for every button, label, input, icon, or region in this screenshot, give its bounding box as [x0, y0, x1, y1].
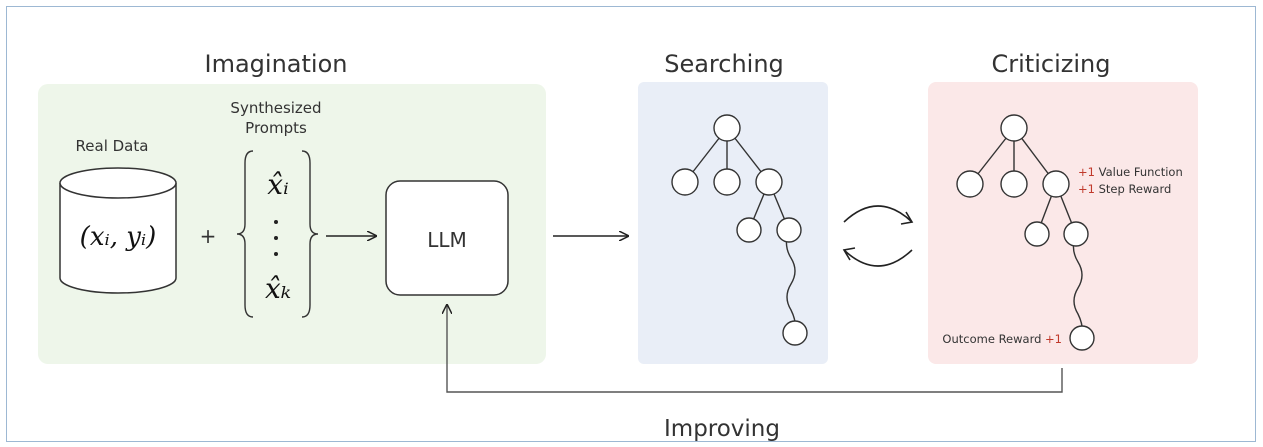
step-reward-text: Step Reward: [1095, 182, 1171, 196]
left-brace: [236, 150, 254, 318]
llm-label: LLM: [427, 228, 467, 252]
step-reward-plus: +1: [1078, 182, 1095, 196]
improving-feedback-arrow: [447, 305, 1063, 393]
diagram-frame: [6, 6, 1256, 442]
criticizing-panel: [928, 82, 1198, 364]
value-function-text: Value Function: [1095, 165, 1183, 179]
ellipsis-dot: [274, 252, 278, 256]
plus-sign: +: [200, 224, 217, 248]
tree-node: [1069, 325, 1095, 351]
tree-node: [1024, 221, 1050, 247]
prompt-bottom: x̂ₖ: [265, 272, 291, 305]
tree-node: [1000, 114, 1028, 142]
database-cylinder-icon: [59, 167, 177, 294]
tree-node: [755, 168, 783, 196]
tree-node: [713, 168, 741, 196]
prompt-top: x̂ᵢ: [267, 168, 288, 201]
synth-label-line2: Prompts: [245, 119, 307, 137]
criticizing-tree: [956, 114, 1095, 351]
tree-node: [956, 170, 984, 198]
criticizing-title: Criticizing: [992, 50, 1111, 78]
real-data-math: (xᵢ, yᵢ): [80, 222, 157, 252]
llm-box: [385, 180, 509, 296]
tree-node: [713, 114, 741, 142]
cycle-arrows-icon: [842, 205, 914, 267]
improving-label: Improving: [664, 416, 780, 442]
value-function-annotation: +1 Value Function: [1078, 165, 1183, 179]
tree-node: [671, 168, 699, 196]
outcome-reward-text: Outcome Reward: [942, 332, 1045, 346]
tree-node: [782, 320, 808, 346]
outcome-reward-annotation: Outcome Reward +1: [942, 332, 1062, 346]
step-reward-annotation: +1 Step Reward: [1078, 182, 1171, 196]
value-function-plus: +1: [1078, 165, 1095, 179]
search-tree: [671, 114, 808, 346]
real-data-label: Real Data: [76, 137, 149, 155]
imagination-title: Imagination: [205, 50, 348, 78]
synth-label-line1: Synthesized: [230, 99, 321, 117]
searching-panel: [638, 82, 828, 364]
tree-node: [1042, 170, 1070, 198]
ellipsis-dot: [274, 236, 278, 240]
searching-title: Searching: [664, 50, 784, 78]
right-brace: [301, 150, 319, 318]
tree-node: [736, 217, 762, 243]
tree-node: [776, 217, 802, 243]
tree-node: [1000, 170, 1028, 198]
ellipsis-dot: [274, 220, 278, 224]
tree-node: [1063, 221, 1089, 247]
outcome-reward-plus: +1: [1045, 332, 1062, 346]
